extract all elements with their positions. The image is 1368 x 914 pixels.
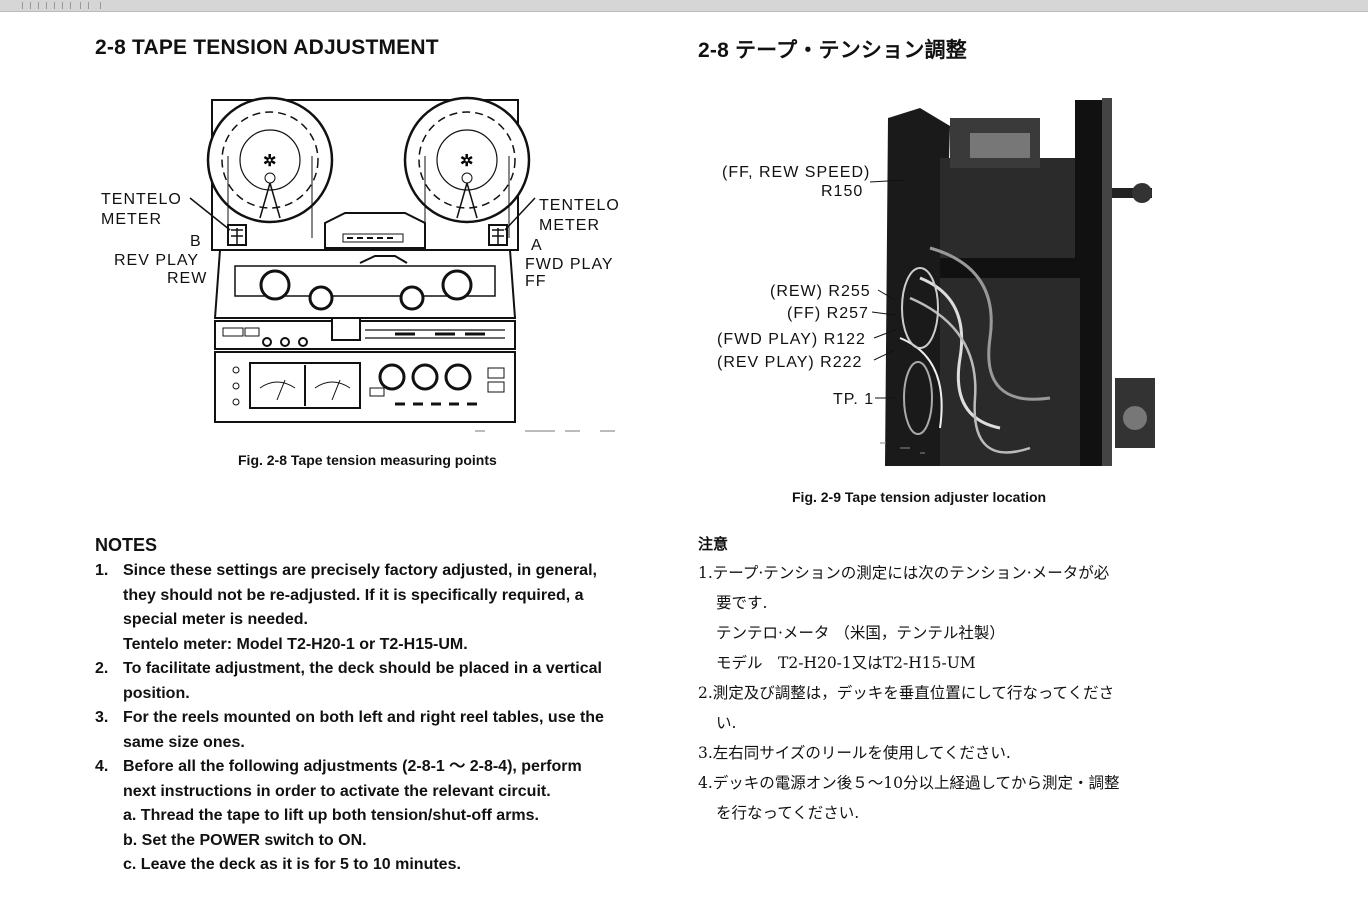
leader-lines <box>869 179 906 399</box>
jp-line: 4.デッキの電源オン後５～10分以上経過してから測定・調整 <box>698 774 1120 792</box>
label-r150: R150 <box>821 183 864 200</box>
notes-title-jp: 注意 <box>698 535 729 553</box>
svg-text:✲: ✲ <box>263 153 276 170</box>
label-left-b: B <box>190 233 202 250</box>
notes-list-jp: 1.テープ·テンションの測定には次のテンション·メータが必 要です. テンテロ·… <box>698 558 1120 828</box>
note-item: 2. To facilitate adjustment, the deck sh… <box>95 660 602 702</box>
note-sub-steps: a. Thread the tape to lift up both tensi… <box>123 807 539 873</box>
jp-line: 2.測定及び調整は，デッキを垂直位置にして行なってくださ <box>698 684 1115 702</box>
svg-text:✲: ✲ <box>460 153 473 170</box>
notes-title-en: NOTES <box>95 535 158 555</box>
note-item: 1. Since these settings are precisely fa… <box>95 562 597 653</box>
label-tp1: TP. 1 <box>833 391 875 408</box>
figure-caption-2-8: Fig. 2-8 Tape tension measuring points <box>238 452 497 468</box>
jp-line: 要です. <box>716 594 768 612</box>
viewer-top-bar <box>0 0 1368 12</box>
label-rev-play: REV PLAY <box>114 252 200 269</box>
note-item: 4. Before all the following adjustments … <box>95 758 582 800</box>
label-r222: (REV PLAY) R222 <box>717 354 863 371</box>
label-r255: (REW) R255 <box>770 283 871 300</box>
label-right-a: A <box>531 237 543 254</box>
jp-line: い. <box>716 714 737 732</box>
left-reel-icon: ✲ <box>206 96 334 238</box>
figure-caption-2-9: Fig. 2-9 Tape tension adjuster location <box>792 489 1047 505</box>
jp-line: 1.テープ·テンションの測定には次のテンション·メータが必 <box>698 564 1110 582</box>
label-ff-rew-speed: (FF, REW SPEED) <box>722 164 871 181</box>
label-r122: (FWD PLAY) R122 <box>717 331 866 348</box>
section-heading-jp: 2-8 テープ・テンション調整 <box>698 39 967 62</box>
notes-list-en: 1. Since these settings are precisely fa… <box>95 559 655 878</box>
label-right-tentelo-meter: TENTELO METER <box>539 197 620 234</box>
label-ff: FF <box>525 273 547 290</box>
label-rew: REW <box>167 270 208 287</box>
section-heading-en: 2-8 TAPE TENSION ADJUSTMENT <box>95 36 439 59</box>
adjuster-location-photo <box>880 98 1170 466</box>
tape-deck-illustration: ✲ ✲ <box>189 96 615 432</box>
label-r257: (FF) R257 <box>787 305 869 322</box>
jp-line: テンテロ·メータ （米国，テンテル社製） <box>716 624 1005 642</box>
label-fwd-play: FWD PLAY <box>525 256 614 273</box>
jp-line: を行なってください. <box>716 804 860 822</box>
label-left-tentelo-meter: TENTELO METER <box>101 191 182 228</box>
jp-line: モデル T2-H20-1又はT2-H15-UM <box>716 654 976 672</box>
jp-line: 3.左右同サイズのリールを使用してください. <box>698 744 1011 762</box>
right-reel-icon: ✲ <box>403 96 531 238</box>
note-item: 3. For the reels mounted on both left an… <box>95 709 604 751</box>
